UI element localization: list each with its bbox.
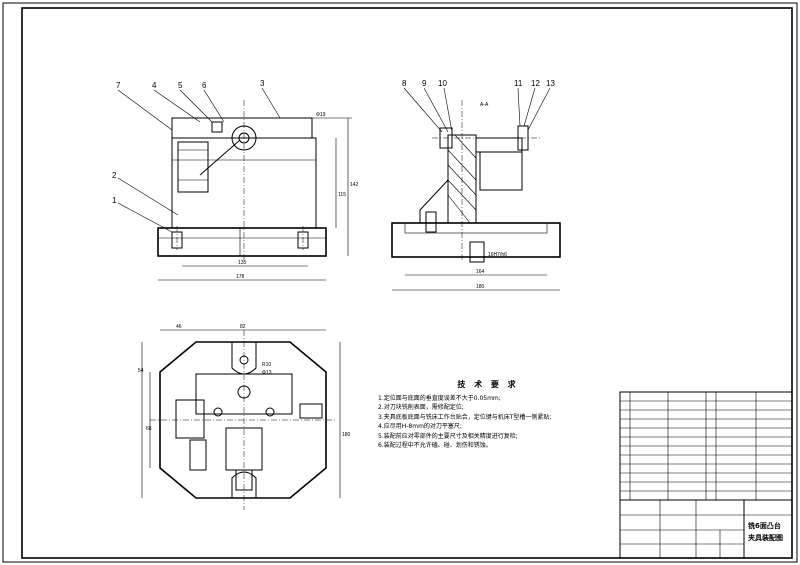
tech-req-item: 2.对刀块铣削表面，需修配定位; <box>378 404 464 411</box>
top-view <box>141 329 341 510</box>
front-top-block <box>171 117 313 139</box>
dim-top-hole: Φ13 <box>262 370 272 376</box>
title-block <box>619 499 793 559</box>
front-view <box>117 87 352 281</box>
drawing-title-line1: 铣6面凸台 <box>748 522 781 530</box>
dim-top-h2: 68 <box>146 426 152 432</box>
tech-req-item: 5.装配前应对零部件的主要尺寸及相关精度进行复检; <box>378 432 518 440</box>
side-slot-note: 16H7/h6 <box>488 252 507 258</box>
dim-front-top: Φ19 <box>316 112 326 118</box>
callout-2: 2 <box>112 171 117 180</box>
dim-top-h1: 54 <box>138 368 144 374</box>
dim-front-height-overall: 142 <box>350 182 359 188</box>
tech-req-item: 3.夹具底板底面与铣床工作台贴合，定位键与机床T型槽一侧紧贴; <box>378 413 552 421</box>
callout-12: 12 <box>531 79 540 88</box>
tech-req-item: 6.装配过程中不允许磕、碰、划伤和锈蚀。 <box>378 442 492 449</box>
callout-6: 6 <box>202 81 207 90</box>
side-clamp-body <box>479 151 523 191</box>
section-label: A-A <box>480 102 489 108</box>
dim-top-radius: R10 <box>262 362 271 368</box>
tech-req-item: 1.定位面与底面的垂直度误差不大于0.05mm; <box>378 394 501 402</box>
dim-side-width-overall: 180 <box>476 284 485 290</box>
callout-3: 3 <box>260 79 265 88</box>
dim-side-width-inner: 164 <box>476 269 485 275</box>
callout-5: 5 <box>178 81 183 90</box>
parts-list-table <box>619 391 793 501</box>
dim-front-width-overall: 178 <box>236 274 245 280</box>
tech-req-title: 技 术 要 求 <box>457 380 519 389</box>
drawing-title: 铣6面凸台 夹具装配图 <box>748 520 783 544</box>
technical-requirements: 技 术 要 求 1.定位面与底面的垂直度误差不大于0.05mm; 2.对刀块铣削… <box>378 380 578 451</box>
dim-top-total-height: 180 <box>342 432 351 438</box>
top-base-outline <box>159 341 327 499</box>
dim-front-width-inner: 135 <box>238 260 247 266</box>
dim-front-height-body: 115 <box>338 192 346 198</box>
front-clamp-arm <box>177 141 209 193</box>
callout-9: 9 <box>422 79 427 88</box>
callout-7: 7 <box>116 81 121 90</box>
side-locating-key <box>469 241 485 263</box>
side-section-view <box>391 87 561 291</box>
callout-4: 4 <box>152 81 157 90</box>
callout-11: 11 <box>514 79 523 88</box>
side-base-plate <box>391 222 561 258</box>
callout-10: 10 <box>438 79 447 88</box>
callout-1: 1 <box>112 196 117 205</box>
drawing-title-line2: 夹具装配图 <box>748 534 783 542</box>
callout-8: 8 <box>402 79 407 88</box>
callout-13: 13 <box>546 79 555 88</box>
dim-top-width: 82 <box>240 324 246 330</box>
tech-req-item: 4.应尽用H-8mm的对刀平塞尺; <box>378 423 462 430</box>
dim-top-left: 46 <box>176 324 182 330</box>
inner-frame <box>21 7 793 559</box>
